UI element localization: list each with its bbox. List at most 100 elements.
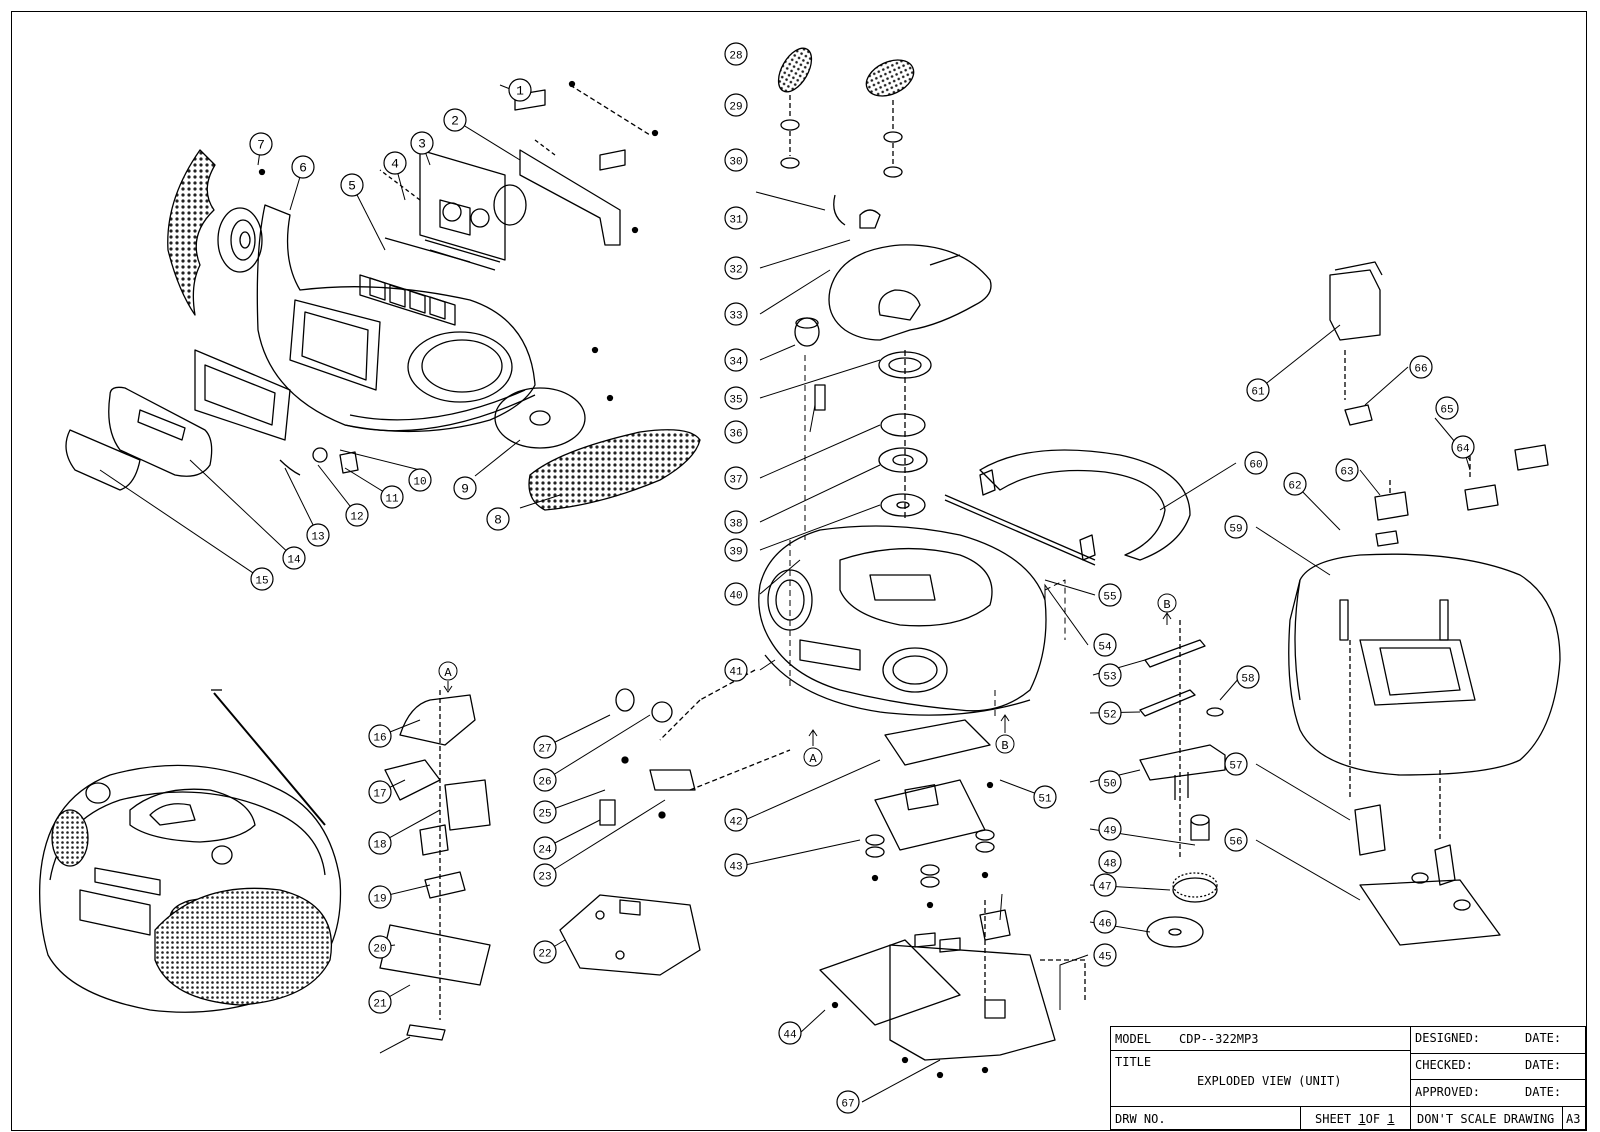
rear-cabinet-group — [1288, 261, 1561, 946]
part-balloon-number: 33 — [729, 311, 742, 323]
part-balloon-22: 22 — [533, 940, 557, 964]
part-balloon-9: 9 — [453, 476, 477, 500]
designed-label: DESIGNED: — [1415, 1031, 1481, 1045]
designed-row — [1411, 1027, 1587, 1054]
part-balloon-number: 52 — [1103, 710, 1116, 722]
part-balloon-circle — [1283, 472, 1307, 496]
part-balloon-12: 12 — [345, 503, 369, 527]
sheet-number: 1 — [1358, 1112, 1366, 1126]
part-balloon-circle — [533, 800, 557, 824]
part-balloon-23: 23 — [533, 863, 557, 887]
assembled-view-group — [39, 689, 491, 1041]
part-balloon-circle — [1098, 663, 1122, 687]
part-balloon-circle — [249, 132, 273, 156]
model-label: MODEL — [1115, 1032, 1152, 1046]
part-balloon-circle — [368, 724, 392, 748]
part-balloon-circle — [1246, 378, 1270, 402]
svg-text:B: B — [1163, 598, 1170, 612]
part-balloon-67: 67 — [836, 1090, 860, 1114]
part-balloon-36: 36 — [724, 420, 748, 444]
model-value: CDP--322MP3 — [1179, 1032, 1259, 1046]
part-balloon-number: 9 — [461, 482, 469, 497]
part-balloon-11: 11 — [380, 485, 404, 509]
part-balloon-circle — [724, 256, 748, 280]
part-balloon-number: 54 — [1098, 642, 1112, 654]
section-marker-a: A — [803, 729, 823, 767]
part-balloon-65: 65 — [1435, 396, 1459, 420]
part-balloon-49: 49 — [1098, 817, 1122, 841]
part-balloon-circle — [724, 386, 748, 410]
part-balloon-number: 35 — [729, 395, 742, 407]
section-marker-a: A — [438, 661, 458, 693]
part-balloon-number: 65 — [1440, 405, 1453, 417]
part-balloon-circle — [345, 503, 369, 527]
part-balloon-number: 14 — [287, 555, 301, 567]
part-balloon-circle — [724, 582, 748, 606]
part-balloon-number: 34 — [729, 357, 743, 369]
part-balloon-number: 15 — [255, 576, 268, 588]
part-balloon-circle — [1224, 752, 1248, 776]
part-balloon-3: 3 — [410, 131, 434, 155]
part-balloon-circle — [1093, 910, 1117, 934]
part-balloon-circle — [1098, 770, 1122, 794]
part-balloon-58: 58 — [1236, 665, 1260, 689]
part-balloon-32: 32 — [724, 256, 748, 280]
part-balloon-circle — [1098, 850, 1122, 874]
part-balloon-number: 59 — [1229, 524, 1242, 536]
sheet-cell — [1301, 1107, 1411, 1131]
section-marker-b: B — [1157, 593, 1177, 625]
sheet-text: SHEET 1OF 1 — [1315, 1112, 1395, 1126]
part-balloon-number: 44 — [783, 1030, 797, 1042]
part-balloon-circle — [1098, 817, 1122, 841]
part-balloon-number: 53 — [1103, 672, 1116, 684]
svg-text:A: A — [809, 752, 817, 766]
part-balloon-circle — [724, 93, 748, 117]
part-balloon-circle — [508, 78, 532, 102]
part-balloon-number: 63 — [1340, 467, 1353, 479]
part-balloon-40: 40 — [724, 582, 748, 606]
approved-row — [1411, 1080, 1587, 1107]
part-balloon-62: 62 — [1283, 472, 1307, 496]
part-balloon-8: 8 — [486, 507, 510, 531]
part-balloon-number: 55 — [1103, 592, 1116, 604]
sheet-size: A3 — [1566, 1112, 1581, 1126]
part-balloon-circle — [368, 935, 392, 959]
part-balloon-number: 30 — [729, 157, 742, 169]
part-balloon-number: 16 — [373, 733, 386, 745]
part-balloon-39: 39 — [724, 538, 748, 562]
dont-scale-note: DON'T SCALE DRAWING — [1417, 1112, 1555, 1126]
part-balloon-circle — [368, 780, 392, 804]
part-balloon-number: 64 — [1456, 444, 1470, 456]
part-balloon-number: 48 — [1103, 859, 1116, 871]
part-balloon-circle — [368, 885, 392, 909]
part-balloon-number: 18 — [373, 840, 386, 852]
part-balloon-16: 16 — [368, 724, 392, 748]
svg-text:A: A — [444, 666, 452, 680]
sheet-total: 1 — [1387, 1112, 1395, 1126]
part-balloon-37: 37 — [724, 466, 748, 490]
title-row — [1111, 1051, 1411, 1107]
part-balloon-31: 31 — [724, 206, 748, 230]
part-balloon-51: 51 — [1033, 785, 1057, 809]
part-balloon-circle — [1409, 355, 1433, 379]
part-balloon-number: 13 — [311, 532, 324, 544]
part-balloon-25: 25 — [533, 800, 557, 824]
part-balloon-29: 29 — [724, 93, 748, 117]
part-balloon-number: 49 — [1103, 826, 1116, 838]
part-balloon-6: 6 — [291, 155, 315, 179]
part-balloon-circle — [250, 567, 274, 591]
part-balloon-41: 41 — [724, 658, 748, 682]
part-balloon-13: 13 — [306, 523, 330, 547]
part-balloon-number: 41 — [729, 667, 743, 679]
part-balloon-number: 40 — [729, 591, 742, 603]
part-balloon-circle — [1098, 701, 1122, 725]
part-balloon-44: 44 — [778, 1021, 802, 1045]
part-balloon-number: 2 — [451, 114, 459, 129]
part-balloon-60: 60 — [1244, 451, 1268, 475]
part-balloon-circle — [368, 990, 392, 1014]
part-balloon-42: 42 — [724, 808, 748, 832]
part-balloon-circle — [724, 420, 748, 444]
sheet-of: OF — [1365, 1112, 1381, 1126]
part-balloon-number: 1 — [516, 84, 524, 99]
